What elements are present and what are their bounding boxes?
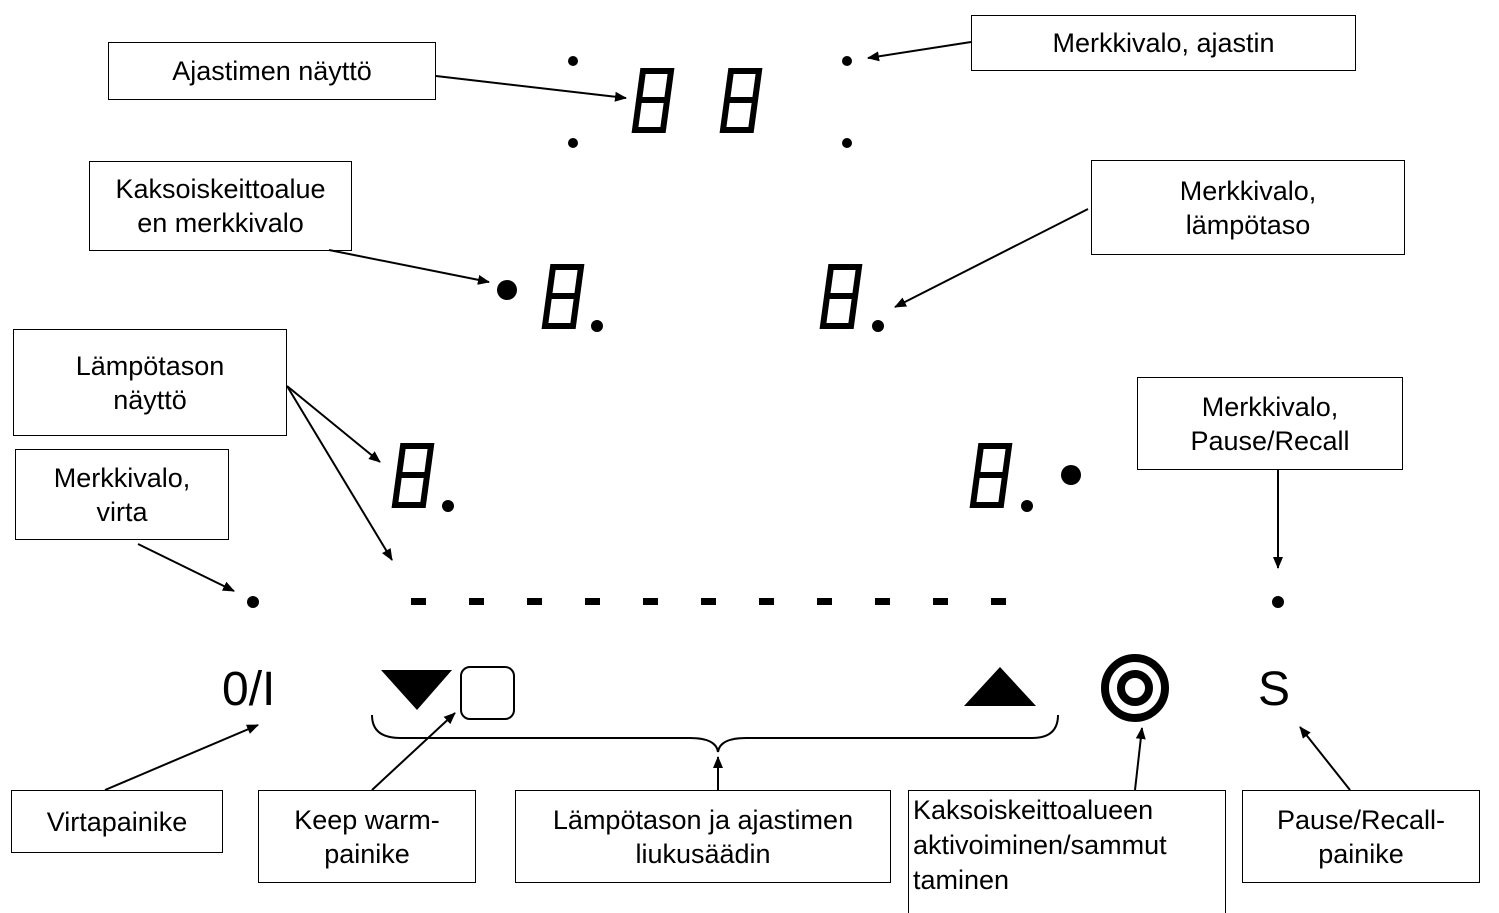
label-timer-display: Ajastimen näyttö	[108, 42, 436, 100]
timer-colon-dot-top-left	[568, 56, 578, 66]
zone-display-bottom-right	[973, 446, 1033, 512]
dual-zone-ring-icon[interactable]	[1101, 654, 1169, 722]
up-triangle-icon[interactable]	[964, 667, 1036, 706]
slider-segments[interactable]	[411, 598, 1006, 605]
zone-indicator-dot-right	[1061, 465, 1081, 485]
slider-brace	[371, 714, 1059, 753]
timer-indicator-dot-bottom-right	[842, 138, 852, 148]
label-power-button: Virtapainike	[11, 790, 223, 853]
keep-warm-square-icon[interactable]	[460, 666, 515, 720]
label-indicator-heat-level: Merkkivalo, lämpötaso	[1091, 160, 1405, 255]
label-indicator-pause-recall: Merkkivalo, Pause/Recall	[1137, 377, 1403, 470]
zone-display-top-left	[545, 267, 603, 332]
zone-display-top-right	[823, 267, 884, 332]
timer-display-digits	[635, 71, 759, 130]
dual-zone-indicator-dot	[497, 280, 517, 300]
label-heat-level-display: Lämpötason näyttö	[13, 329, 287, 436]
pause-recall-button-symbol[interactable]: S	[1258, 663, 1291, 716]
label-indicator-timer: Merkkivalo, ajastin	[971, 15, 1356, 71]
label-keep-warm-button: Keep warm- painike	[258, 790, 476, 883]
timer-indicator-dot-top-right	[842, 56, 852, 66]
power-indicator-dot	[247, 596, 259, 608]
power-button-symbol[interactable]: 0/I	[222, 663, 276, 716]
label-slider: Lämpötason ja ajastimen liukusäädin	[515, 790, 891, 883]
down-triangle-icon[interactable]	[381, 670, 452, 710]
label-dual-zone-indicator: Kaksoiskeittoalue en merkkivalo	[89, 161, 352, 251]
timer-colon-dot-bottom-left	[568, 138, 578, 148]
label-indicator-power: Merkkivalo, virta	[15, 449, 229, 540]
label-pause-recall-button: Pause/Recall- painike	[1242, 790, 1480, 883]
pause-recall-indicator-dot	[1272, 596, 1284, 608]
zone-display-bottom-left	[395, 446, 454, 512]
label-dual-zone-toggle: Kaksoiskeittoalueen aktivoiminen/sammut …	[908, 790, 1226, 913]
